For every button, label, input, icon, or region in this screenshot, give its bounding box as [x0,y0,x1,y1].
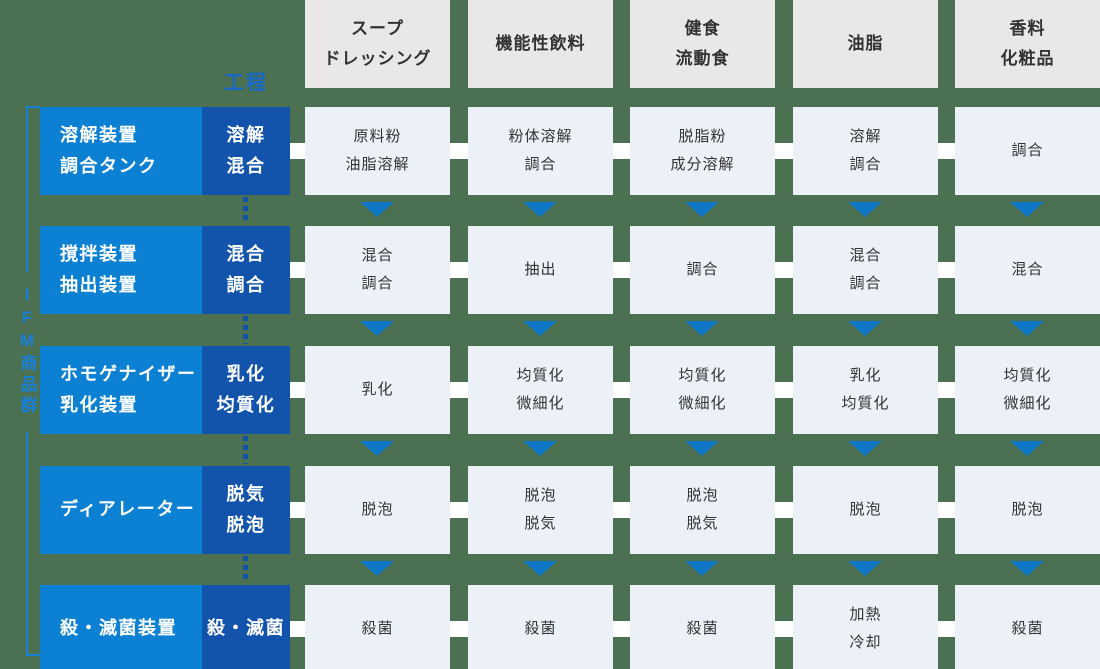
process-cell: 加熱 冷却 [793,585,938,669]
flow-connector [290,143,955,159]
column-header-oils: 油脂 [793,0,938,88]
down-arrow-icon [685,561,719,576]
process-box: 溶解 混合 [202,107,290,195]
column-header-fragrance-cosmetics: 香料 化粧品 [955,0,1100,88]
dotted-link-icon [243,556,248,583]
process-box: 殺・滅菌 [202,585,290,669]
process-axis-label: 工程 [224,72,268,94]
bracket-tick-top [26,106,40,108]
equipment-box: 撹拌装置 抽出装置 [40,226,202,314]
flow-connector [290,502,955,518]
dotted-link-icon [243,197,248,224]
process-cell: 調合 [955,107,1100,195]
dotted-link-icon [243,316,248,344]
process-cell: 殺菌 [468,585,613,669]
process-cell: 脱泡 脱気 [630,466,775,554]
process-cell: 殺菌 [630,585,775,669]
column-header-health-liquid-food: 健食 流動食 [630,0,775,88]
down-arrow-icon [1010,321,1044,336]
process-box: 脱気 脱泡 [202,466,290,554]
process-cell: 脱泡 [955,466,1100,554]
down-arrow-icon [523,441,557,456]
down-arrow-icon [848,321,882,336]
process-cell: 乳化 [305,346,450,434]
down-arrow-icon [848,441,882,456]
process-cell: 溶解 調合 [793,107,938,195]
down-arrow-icon [1010,561,1044,576]
process-cell: 殺菌 [955,585,1100,669]
process-cell: 粉体溶解 調合 [468,107,613,195]
equipment-box: 殺・滅菌装置 [40,585,202,669]
down-arrow-icon [685,441,719,456]
process-cell: 殺菌 [305,585,450,669]
process-cell: 混合 調合 [793,226,938,314]
down-arrow-icon [360,561,394,576]
down-arrow-icon [685,321,719,336]
down-arrow-icon [360,202,394,217]
process-cell: 均質化 微細化 [630,346,775,434]
process-cell: 乳化 均質化 [793,346,938,434]
process-cell: 均質化 微細化 [955,346,1100,434]
dotted-link-icon [243,436,248,464]
equipment-box: ホモゲナイザー 乳化装置 [40,346,202,434]
process-cell: 混合 [955,226,1100,314]
down-arrow-icon [685,202,719,217]
down-arrow-icon [360,441,394,456]
down-arrow-icon [523,202,557,217]
bracket-line-top [26,106,28,272]
product-group-label: IFM商品群 [17,285,37,417]
process-cell: 原料粉 油脂溶解 [305,107,450,195]
down-arrow-icon [848,202,882,217]
down-arrow-icon [1010,441,1044,456]
flow-connector [290,382,955,398]
down-arrow-icon [360,321,394,336]
process-cell: 脱泡 [305,466,450,554]
flow-connector [290,621,955,637]
process-cell: 脱泡 脱気 [468,466,613,554]
equipment-box: 溶解装置 調合タンク [40,107,202,195]
process-box: 乳化 均質化 [202,346,290,434]
process-box: 混合 調合 [202,226,290,314]
down-arrow-icon [848,561,882,576]
down-arrow-icon [1010,202,1044,217]
process-cell: 混合 調合 [305,226,450,314]
bracket-line-bottom [26,432,28,656]
process-cell: 脱脂粉 成分溶解 [630,107,775,195]
bracket-tick-bottom [26,654,40,656]
down-arrow-icon [523,561,557,576]
process-cell: 調合 [630,226,775,314]
process-cell: 均質化 微細化 [468,346,613,434]
flow-connector [290,262,955,278]
down-arrow-icon [523,321,557,336]
equipment-box: ディアレーター [40,466,202,554]
process-cell: 抽出 [468,226,613,314]
column-header-functional-drink: 機能性飲料 [468,0,613,88]
column-header-soup-dressing: スープ ドレッシング [305,0,450,88]
process-cell: 脱泡 [793,466,938,554]
